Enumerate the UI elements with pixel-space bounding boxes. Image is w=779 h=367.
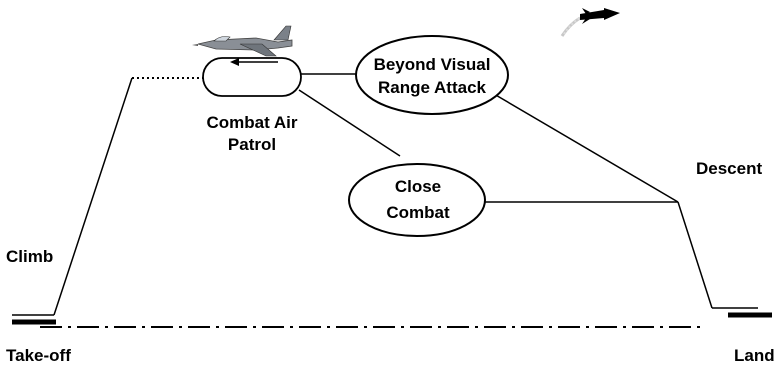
missile-icon	[562, 8, 620, 36]
cap-label-line2: Patrol	[228, 135, 276, 154]
cap-label-line1: Combat Air	[207, 113, 298, 132]
beyond-visual-range-oval	[356, 36, 508, 114]
takeoff-label: Take-off	[6, 346, 71, 365]
close-combat-oval	[349, 164, 485, 236]
bvr-label-line1: Beyond Visual	[374, 55, 491, 74]
bvr-to-descent-connector	[494, 94, 678, 202]
descent-label: Descent	[696, 159, 762, 178]
climb-label: Climb	[6, 247, 53, 266]
combat-air-patrol-racetrack	[203, 58, 301, 96]
close-combat-label-line1: Close	[395, 177, 441, 196]
land-label: Land	[734, 346, 775, 365]
climb-path	[54, 78, 132, 315]
close-combat-label-line2: Combat	[386, 203, 450, 222]
fighter-jet-icon	[192, 26, 292, 56]
bvr-label-line2: Range Attack	[378, 78, 487, 97]
descent-path	[678, 202, 712, 308]
